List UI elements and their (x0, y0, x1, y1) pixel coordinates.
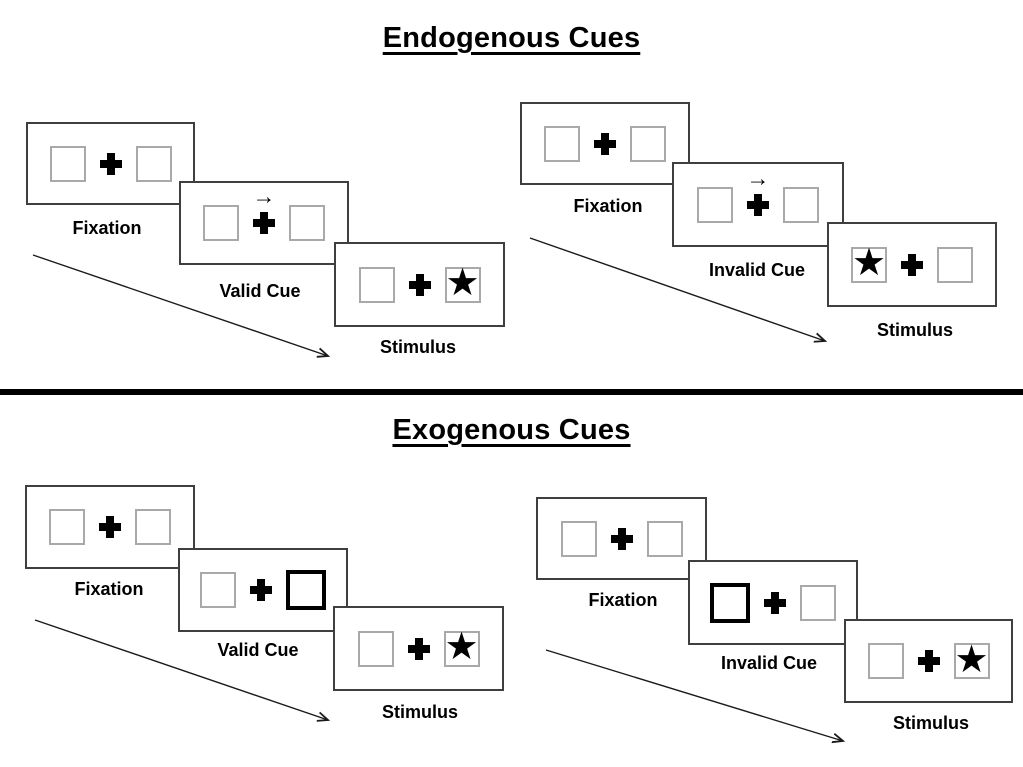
star-icon: ★ (954, 638, 989, 681)
right-placeholder-box (646, 520, 683, 557)
right-placeholder-box (630, 125, 666, 162)
time-arrow-endogenous-valid (32, 254, 328, 356)
exogenous-valid-fixation-panel (25, 485, 195, 569)
panel-label-stimulus: Stimulus (876, 320, 953, 340)
star-icon: ★ (445, 262, 480, 304)
panel-label-fixation: Fixation (74, 579, 144, 599)
time-arrow-endogenous-invalid (529, 237, 825, 341)
fixation-cross-icon (99, 516, 121, 538)
left-placeholder-box (203, 205, 239, 241)
endogenous-valid-cue-panel: → (179, 181, 349, 265)
right-arrow-cue-icon: → (252, 183, 276, 209)
right-arrow-cue-icon: → (746, 164, 770, 191)
left-placeholder-box (357, 630, 394, 667)
exogenous-valid-stimulus-panel: ★ (333, 606, 504, 691)
left-placeholder-box (867, 643, 904, 679)
panel-label-stimulus: Stimulus (381, 702, 458, 722)
endogenous-valid-fixation-panel (26, 122, 195, 205)
exogenous-valid-cue-panel (178, 548, 348, 632)
fixation-cross-icon (764, 591, 786, 614)
fixation-cross-icon (594, 132, 616, 155)
panel-label-invalid-cue: Invalid Cue (720, 653, 818, 673)
left-placeholder-box (200, 572, 236, 608)
endogenous-invalid-stimulus-panel: ★ (827, 222, 997, 307)
right-target-box: ★ (953, 638, 990, 681)
panel-label-valid-cue: Valid Cue (219, 281, 301, 301)
section-divider-line (0, 389, 1023, 395)
right-placeholder-box (135, 509, 171, 545)
panel-label-stimulus: Stimulus (379, 337, 456, 357)
right-target-box: ★ (443, 626, 480, 668)
right-placeholder-box (800, 584, 836, 621)
right-placeholder-box (135, 145, 172, 182)
exogenous-invalid-fixation-panel (536, 497, 707, 580)
fixation-cross-icon (901, 253, 923, 276)
panel-label-invalid-cue: Invalid Cue (708, 260, 806, 280)
fixation-cross-icon: → (253, 185, 276, 234)
left-placeholder-box (544, 125, 580, 162)
fixation-cross-icon (407, 637, 430, 660)
panel-label-stimulus: Stimulus (892, 713, 969, 733)
star-icon: ★ (444, 626, 479, 668)
endogenous-invalid-fixation-panel (520, 102, 690, 185)
time-arrow-exogenous-valid (34, 619, 328, 720)
right-highlighted-cue-box (286, 570, 326, 610)
exogenous-invalid-stimulus-panel: ★ (844, 619, 1013, 703)
fixation-cross-icon (610, 527, 633, 550)
fixation-cross-icon (99, 152, 122, 175)
left-placeholder-box (560, 520, 597, 557)
panel-label-fixation: Fixation (573, 196, 643, 216)
section-title-endogenous: Endogenous Cues (382, 22, 641, 54)
panel-label-fixation: Fixation (588, 590, 658, 610)
left-placeholder-box (49, 145, 86, 182)
star-icon: ★ (851, 242, 887, 284)
fixation-cross-icon (917, 650, 940, 672)
left-highlighted-cue-box (710, 582, 750, 623)
right-placeholder-box (783, 186, 819, 223)
left-target-box: ★ (851, 242, 887, 284)
panel-label-fixation: Fixation (72, 218, 142, 238)
left-placeholder-box (49, 509, 85, 545)
left-placeholder-box (697, 186, 733, 223)
left-placeholder-box (358, 266, 395, 303)
section-title-exogenous: Exogenous Cues (392, 414, 631, 446)
fixation-cross-icon (408, 273, 431, 296)
panel-label-valid-cue: Valid Cue (217, 640, 299, 660)
right-placeholder-box (937, 246, 973, 283)
exogenous-invalid-cue-panel (688, 560, 858, 645)
fixation-cross-icon (250, 579, 272, 601)
fixation-cross-icon: → (747, 166, 770, 216)
right-placeholder-box (289, 205, 325, 241)
right-target-box: ★ (444, 262, 481, 304)
endogenous-valid-stimulus-panel: ★ (334, 242, 505, 327)
endogenous-invalid-cue-panel: → (672, 162, 844, 247)
